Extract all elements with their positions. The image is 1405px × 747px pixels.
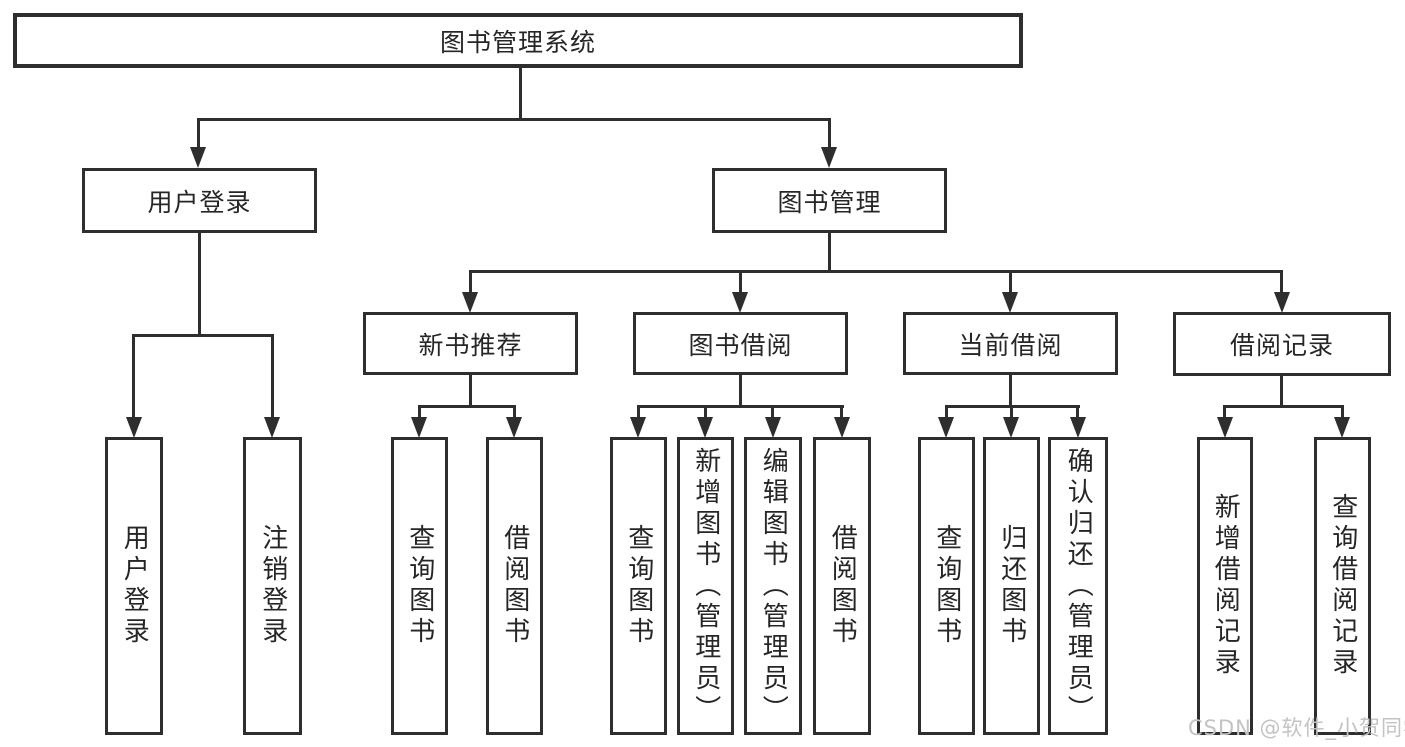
connector-vline — [739, 375, 742, 408]
leaf-edit-book-admin: 编辑图书（管理员） — [744, 437, 802, 735]
arrow-down-icon — [697, 417, 713, 438]
arrow-down-icon — [1217, 417, 1233, 438]
leaf-user-login: 用户登录 — [105, 437, 163, 735]
connector-hline — [197, 118, 831, 121]
arrow-down-icon — [190, 147, 206, 168]
csdn-watermark: CSDN @软件_小贺同学 — [1188, 716, 1405, 740]
connector-vline — [132, 334, 135, 419]
connector-vline — [1280, 270, 1283, 294]
connector-vline — [1009, 375, 1012, 408]
arrow-down-icon — [1274, 292, 1290, 313]
arrow-down-icon — [1003, 417, 1019, 438]
leaf-label: 查询图书 — [623, 524, 654, 648]
connector-vline — [840, 405, 843, 419]
node-label: 当前借阅 — [958, 330, 1063, 360]
leaf-label: 用户登录 — [119, 524, 150, 648]
connector-vline — [469, 375, 472, 408]
arrow-down-icon — [462, 292, 478, 313]
node-book-borrowing: 图书借阅 — [633, 312, 848, 375]
connector-vline — [828, 118, 831, 150]
node-label: 用户登录 — [147, 187, 252, 217]
connector-hline — [469, 270, 1283, 273]
arrow-down-icon — [821, 147, 837, 168]
leaf-query-books-current: 查询图书 — [918, 437, 975, 735]
leaf-query-books-borrowing: 查询图书 — [610, 437, 667, 735]
connector-vline — [739, 270, 742, 294]
node-book-management-branch: 图书管理 — [712, 168, 947, 233]
arrow-down-icon — [1334, 417, 1350, 438]
connector-vline — [1280, 375, 1283, 408]
connector-vline — [197, 118, 200, 150]
leaf-add-book-admin: 新增图书（管理员） — [677, 437, 734, 735]
leaf-label: 归还图书 — [996, 524, 1027, 648]
node-new-book-recommend: 新书推荐 — [363, 312, 578, 375]
connector-vline — [945, 405, 948, 419]
leaf-label: 查询借阅记录 — [1327, 493, 1358, 679]
leaf-query-borrow-record: 查询借阅记录 — [1314, 437, 1371, 735]
node-label: 图书管理系统 — [439, 27, 596, 57]
arrow-down-icon — [630, 417, 646, 438]
arrow-down-icon — [834, 417, 850, 438]
connector-hline — [133, 334, 274, 337]
arrow-down-icon — [938, 417, 954, 438]
leaf-label: 查询图书 — [931, 524, 962, 648]
connector-vline — [513, 405, 516, 419]
connector-vline — [1076, 405, 1079, 419]
connector-vline — [469, 270, 472, 294]
leaf-borrow-books-borrowing: 借阅图书 — [813, 437, 871, 735]
arrow-down-icon — [411, 417, 427, 438]
leaf-query-books-recommend: 查询图书 — [391, 437, 448, 735]
connector-vline — [1341, 405, 1344, 419]
connector-vline — [704, 405, 707, 419]
connector-vline — [828, 233, 831, 273]
leaf-label: 注销登录 — [257, 524, 288, 648]
leaf-label: 借阅图书 — [827, 524, 858, 648]
node-label: 借阅记录 — [1229, 331, 1334, 360]
connector-vline — [271, 334, 274, 419]
node-borrowing-records: 借阅记录 — [1173, 312, 1391, 376]
arrow-down-icon — [264, 417, 280, 438]
node-label: 图书管理 — [777, 187, 882, 217]
node-book-management-system: 图书管理系统 — [13, 13, 1023, 68]
arrow-down-icon — [732, 292, 748, 313]
leaf-add-borrow-record: 新增借阅记录 — [1197, 437, 1253, 735]
leaf-confirm-return-admin: 确认归还（管理员） — [1048, 437, 1108, 735]
node-label: 新书推荐 — [418, 330, 523, 360]
leaf-label: 编辑图书（管理员） — [758, 446, 789, 726]
arrow-down-icon — [506, 417, 522, 438]
arrow-down-icon — [1070, 417, 1086, 438]
connector-vline — [637, 405, 640, 419]
node-current-borrowing: 当前借阅 — [903, 312, 1118, 375]
node-user-login-branch: 用户登录 — [82, 168, 317, 233]
leaf-borrow-books-recommend: 借阅图书 — [486, 437, 543, 735]
connector-vline — [1009, 270, 1012, 294]
leaf-label: 新增图书（管理员） — [690, 446, 721, 726]
connector-hline — [418, 405, 516, 408]
connector-vline — [198, 233, 201, 337]
connector-vline — [1010, 405, 1013, 419]
connector-vline — [519, 68, 522, 120]
arrow-down-icon — [126, 417, 142, 438]
connector-vline — [771, 405, 774, 419]
arrow-down-icon — [1002, 292, 1018, 313]
node-label: 图书借阅 — [688, 330, 793, 360]
connector-vline — [1223, 405, 1226, 419]
connector-vline — [418, 405, 421, 419]
leaf-return-book: 归还图书 — [983, 437, 1040, 735]
connector-hline — [637, 405, 844, 408]
connector-hline — [1224, 405, 1344, 408]
arrow-down-icon — [765, 417, 781, 438]
leaf-label: 新增借阅记录 — [1210, 493, 1241, 679]
leaf-label: 借阅图书 — [499, 524, 530, 648]
leaf-label: 查询图书 — [404, 524, 435, 648]
leaf-label: 确认归还（管理员） — [1063, 446, 1094, 726]
leaf-logout: 注销登录 — [243, 437, 302, 735]
